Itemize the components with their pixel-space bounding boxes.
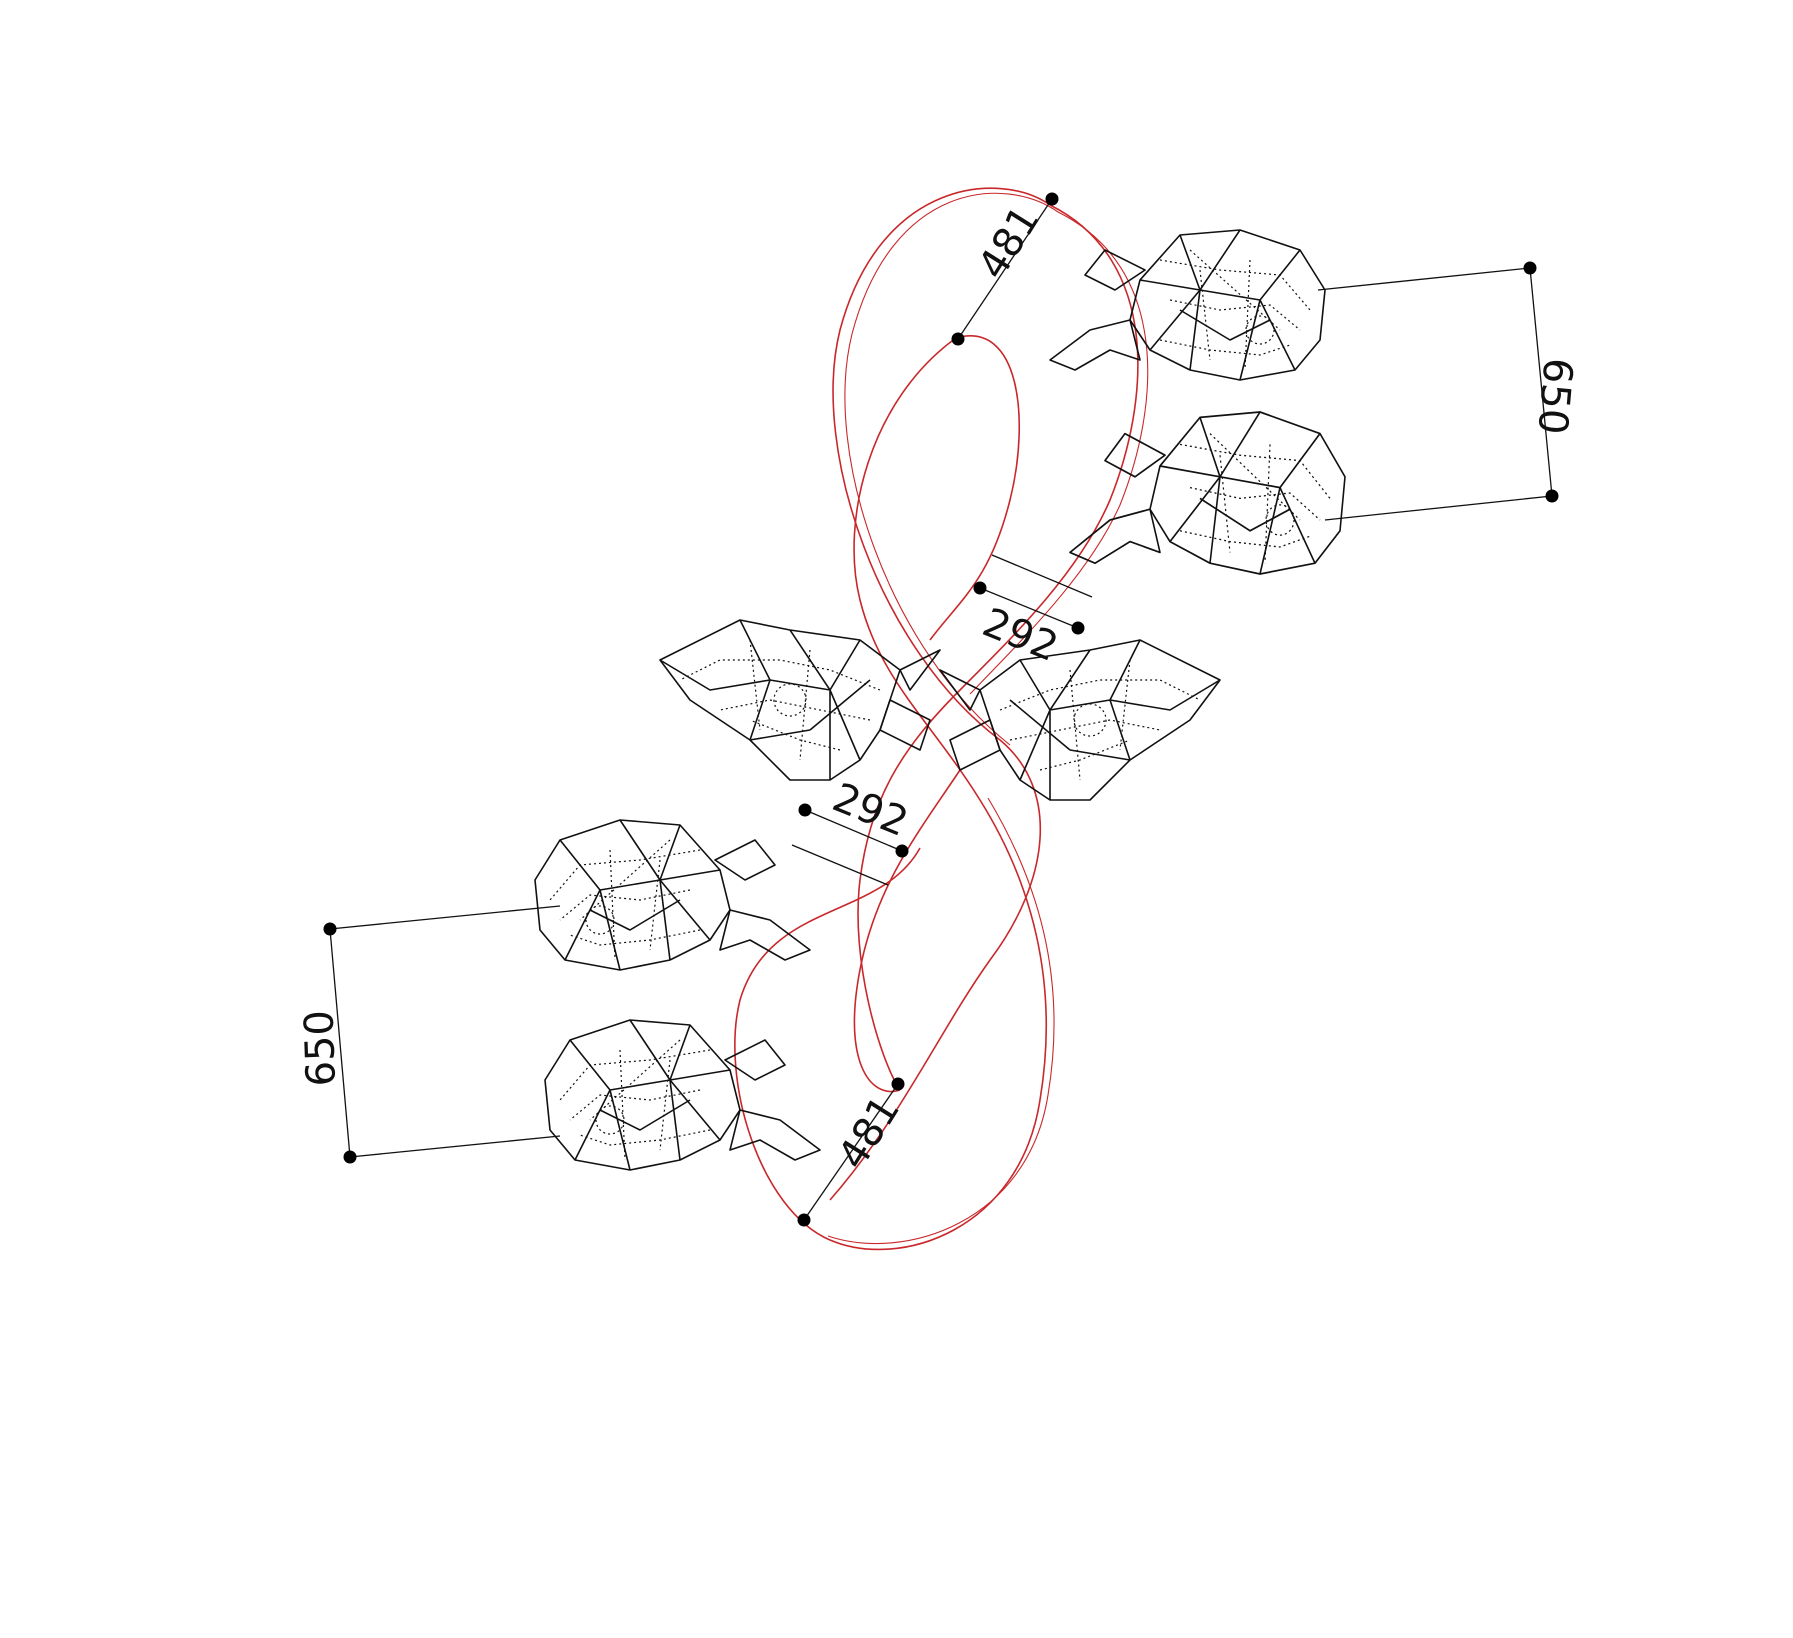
dimension-point-icon bbox=[1045, 192, 1059, 206]
track-inner-lower-loop bbox=[853, 769, 961, 1093]
dimension-point-icon bbox=[1071, 621, 1085, 635]
dimension-line bbox=[979, 587, 1079, 629]
dimension-label-bottom: 481 bbox=[829, 1088, 908, 1177]
track-inner-upper-loop bbox=[929, 335, 1021, 641]
dimension-label-top: 481 bbox=[969, 198, 1048, 287]
dimension-line bbox=[791, 844, 889, 886]
wireframe-sculpture-mid-left bbox=[534, 819, 811, 971]
dimension-top-offset: 481 bbox=[951, 192, 1059, 346]
wireframe-sculpture-bottom-left bbox=[544, 1019, 821, 1171]
track-outer-lower bbox=[734, 337, 1048, 1251]
track-outer-lower-2 bbox=[827, 797, 1055, 1244]
wireframe-sculpture-icon bbox=[1069, 411, 1346, 575]
wireframe-sculpture-icon bbox=[534, 819, 811, 971]
figure-eight-track bbox=[734, 187, 1149, 1251]
dimension-right-spacing: 650 bbox=[1317, 261, 1581, 521]
dimension-line bbox=[1529, 267, 1553, 497]
dimension-line bbox=[991, 554, 1093, 598]
track-outer-upper bbox=[829, 187, 1051, 1201]
track-right-s bbox=[857, 204, 1139, 1091]
wireframe-sculpture-center-left bbox=[659, 619, 941, 781]
wireframe-sculpture-top-right bbox=[1049, 229, 1326, 381]
wireframe-sculpture-mid-right bbox=[1069, 411, 1346, 575]
dimension-line bbox=[803, 1083, 899, 1221]
dimension-label-left: 650 bbox=[296, 1009, 345, 1087]
dimension-line bbox=[957, 198, 1053, 340]
dimension-left-spacing: 650 bbox=[296, 905, 561, 1164]
dimension-extension bbox=[1317, 267, 1531, 291]
dimension-point-icon bbox=[951, 332, 965, 346]
track-right-s-2 bbox=[969, 211, 1149, 695]
dimension-point-icon bbox=[891, 1077, 905, 1091]
dimension-line bbox=[329, 928, 351, 1158]
dimension-extension bbox=[349, 1135, 561, 1158]
dimension-point-icon bbox=[1523, 261, 1537, 275]
dimension-upper-gap: 292 bbox=[973, 554, 1093, 671]
dimension-extension bbox=[1324, 495, 1553, 521]
dimension-label-right: 650 bbox=[1528, 356, 1580, 436]
wireframe-sculpture-icon bbox=[1049, 229, 1326, 381]
dimension-line bbox=[804, 809, 903, 852]
dimension-point-icon bbox=[895, 844, 909, 858]
dimension-point-icon bbox=[343, 1150, 357, 1164]
dimension-point-icon bbox=[973, 581, 987, 595]
dimension-label-lower-gap: 292 bbox=[826, 775, 914, 846]
dimension-point-icon bbox=[1545, 489, 1559, 503]
dimension-point-icon bbox=[797, 1213, 811, 1227]
track-outer-upper-2 bbox=[844, 192, 1059, 746]
dimension-point-icon bbox=[323, 922, 337, 936]
wireframe-sculpture-icon bbox=[659, 619, 941, 781]
dimension-point-icon bbox=[798, 803, 812, 817]
dimension-extension bbox=[329, 905, 561, 930]
wireframe-sculpture-icon bbox=[544, 1019, 821, 1171]
